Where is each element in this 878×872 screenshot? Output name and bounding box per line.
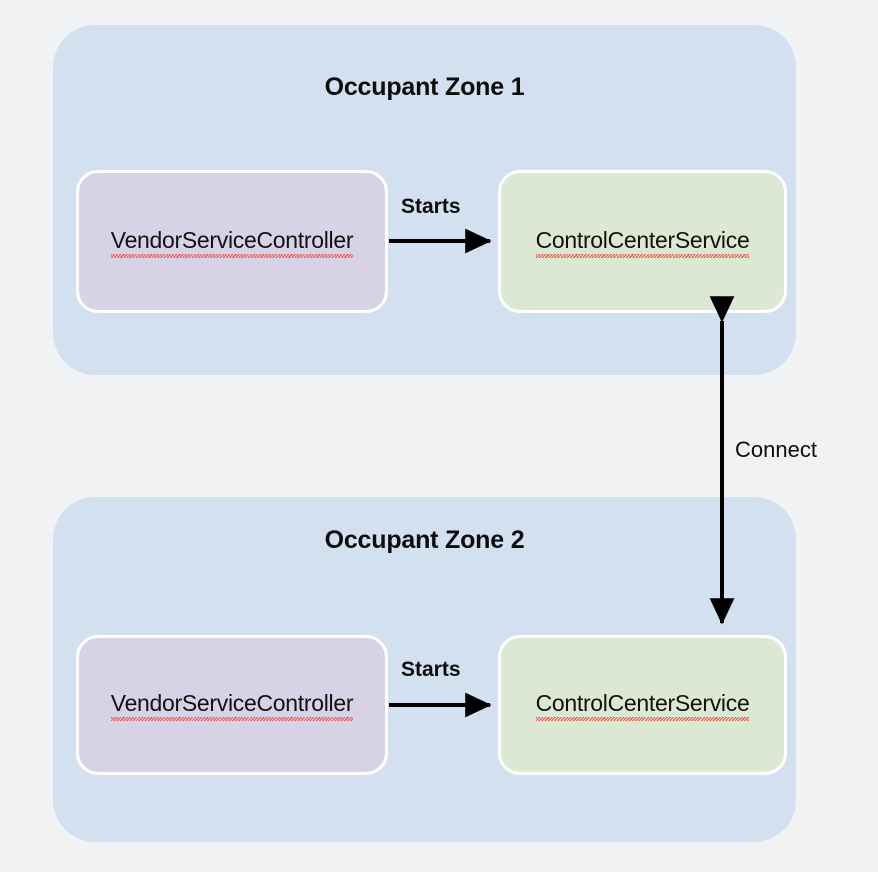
node-label: VendorServiceController: [111, 690, 354, 720]
node-vendor-service-controller-2[interactable]: VendorServiceController: [76, 635, 388, 775]
node-control-center-service-1[interactable]: ControlCenterService: [498, 170, 787, 313]
node-label: ControlCenterService: [536, 227, 750, 257]
node-vendor-service-controller-1[interactable]: VendorServiceController: [76, 170, 388, 313]
node-label: VendorServiceController: [111, 227, 354, 257]
zone-title-1: Occupant Zone 1: [324, 73, 525, 101]
zone-title-2: Occupant Zone 2: [324, 526, 525, 554]
node-control-center-service-2[interactable]: ControlCenterService: [498, 635, 787, 775]
node-label: ControlCenterService: [536, 690, 750, 720]
edge-label-starts-2: Starts: [401, 658, 461, 681]
edge-label-starts-1: Starts: [401, 195, 461, 218]
zone-container-1[interactable]: Occupant Zone 1 VendorServiceController …: [53, 25, 796, 375]
zone-container-2[interactable]: Occupant Zone 2 VendorServiceController …: [53, 497, 796, 842]
edge-label-connect: Connect: [735, 437, 817, 462]
